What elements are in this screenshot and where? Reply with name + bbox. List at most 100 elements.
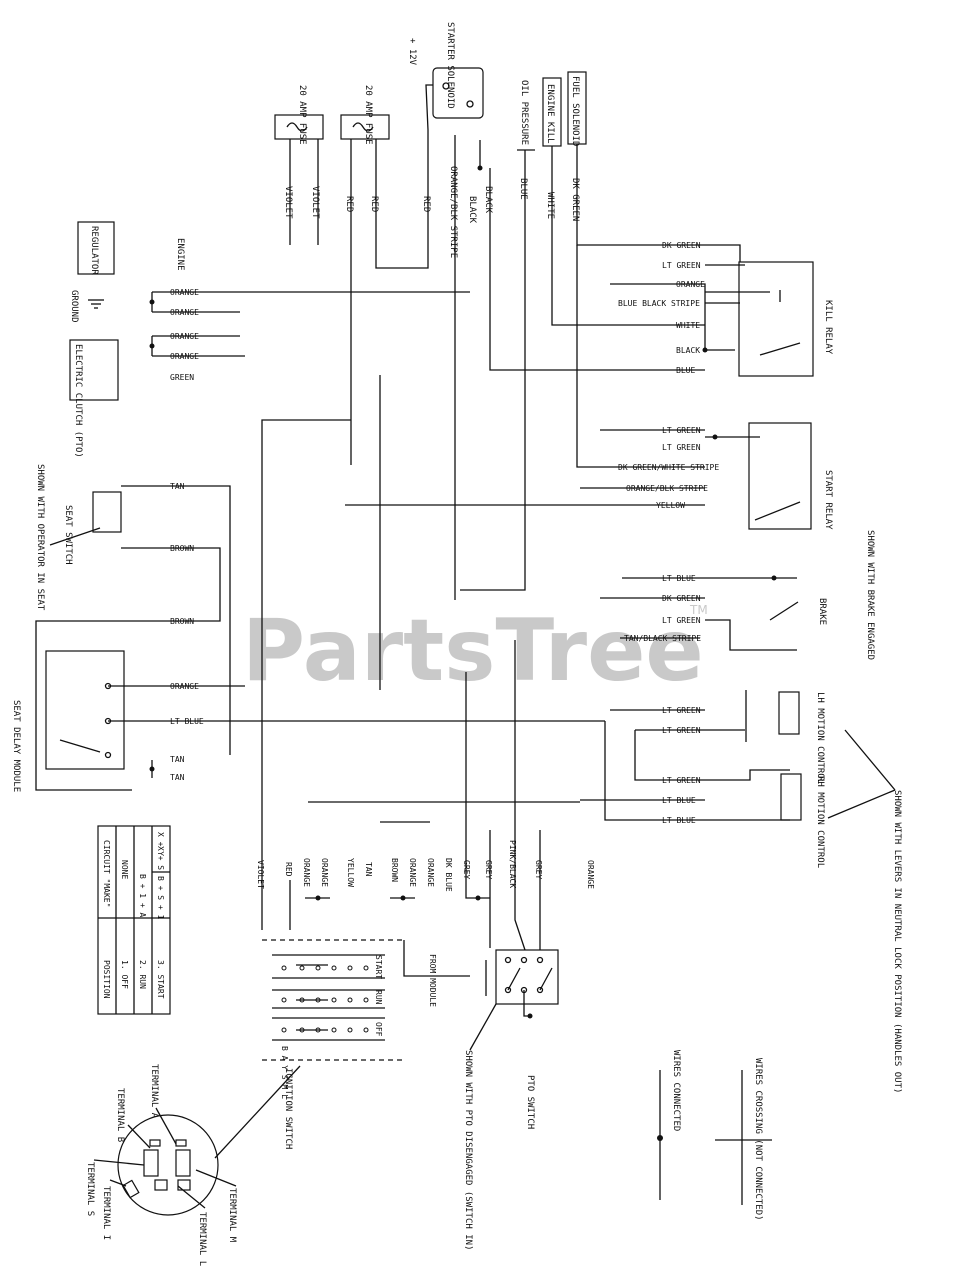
wire-violet-2: VIOLET [310, 186, 320, 219]
k3: ORANGE [676, 280, 705, 289]
rh-motion-label: RH MOTION CONTROL [815, 776, 825, 868]
watermark-tm: TM [689, 603, 708, 617]
table-r1c1: 1. OFF [120, 960, 129, 989]
ignition-terminal-diagram: TERMINAL A TERMINAL B TERMINAL S TERMINA… [85, 1064, 237, 1266]
b-grey3: GREY [534, 860, 543, 879]
s4: ORANGE/BLK STRIPE [626, 484, 708, 493]
starter-solenoid [432, 67, 484, 119]
b-grey2: GREY [484, 860, 493, 879]
table-r3c3: X + S [156, 846, 165, 870]
m5: LT BLUE [662, 816, 696, 825]
b4: TAN/BLACK STRIPE [624, 634, 701, 643]
b2: DK GREEN [662, 594, 701, 603]
k6: BLACK [676, 346, 700, 355]
k5: WHITE [676, 321, 700, 330]
to-module-label: FROM MODULE [428, 954, 437, 1007]
b-orange2: ORANGE [320, 858, 329, 887]
pto-note-label: SHOWN WITH PTO DISENGAGED (SWITCH IN) [463, 1050, 473, 1250]
w-brown: BROWN [170, 544, 194, 553]
table-r3c2: B + S + 1 [156, 876, 165, 920]
wire-red-2: RED [369, 196, 379, 212]
engine-kill-label: ENGINE KILL [545, 84, 555, 144]
fuse-right-symbol [352, 122, 374, 132]
green-label: GREEN [170, 373, 194, 382]
wire-dk-green: DK GREEN [570, 178, 580, 221]
watermark: PartsTree [242, 601, 704, 701]
fuse-right-label: 20 AMP FUSE [363, 85, 373, 145]
ign-off: OFF [374, 1022, 383, 1037]
wire-white: WHITE [545, 192, 555, 219]
ignition-switch: START RUN OFF B A Y S M L IGNITION SWITC… [214, 939, 405, 1159]
m1: LT GREEN [662, 706, 701, 715]
w-tan-2: TAN [170, 755, 185, 764]
ign-switch-label: IGNITION SWITCH [283, 1068, 293, 1149]
s1: LT GREEN [662, 426, 701, 435]
b1: LT BLUE [662, 574, 696, 583]
table-h2: CIRCUIT "MAKE" [102, 840, 111, 907]
s5: YELLOW [656, 501, 685, 510]
b-orange5: ORANGE [586, 860, 595, 889]
wires-connected-label: WIRES CONNECTED [671, 1050, 681, 1131]
kill-relay-box [738, 261, 814, 377]
fuse-right [340, 114, 390, 140]
w-orange-2: ORANGE [170, 308, 199, 317]
fuse-left [274, 114, 324, 140]
pto-switch: SHOWN WITH PTO DISENGAGED (SWITCH IN) PT… [463, 949, 559, 1250]
terminal-i-label: TERMINAL I [101, 1186, 111, 1240]
b-tan: TAN [364, 862, 373, 877]
kill-relay-label: KILL RELAY [823, 300, 833, 355]
table-r2c1: 2. RUN [138, 960, 147, 989]
wire-blue: BLUE [518, 178, 528, 200]
fuse-left-symbol [286, 122, 308, 132]
m3: LT GREEN [662, 776, 701, 785]
start-relay-box [748, 422, 812, 530]
w-tan-1: TAN [170, 482, 185, 491]
m4: LT BLUE [662, 796, 696, 805]
motion-note-label: SHOWN WITH LEVERS IN NEUTRAL LOCK POSITI… [892, 790, 902, 1093]
fuel-solenoid-label: FUEL SOLENOID [570, 76, 580, 146]
b-orange4: ORANGE [426, 858, 435, 887]
seat-note-label: SHOWN WITH OPERATOR IN SEAT [35, 464, 45, 611]
fuse-left-label: 20 AMP FUSE [297, 85, 307, 145]
w-orange-5: ORANGE [170, 682, 199, 691]
wire-black-2: BLACK [483, 186, 493, 214]
terminal-l-label: TERMINAL L [197, 1212, 207, 1266]
brake-label: BRAKE [817, 598, 827, 625]
regulator-box [77, 221, 115, 275]
w-brown2: BROWN [170, 617, 194, 626]
k2: LT GREEN [662, 261, 701, 270]
wire-orange-blk: ORANGE/BLK STRIPE [448, 166, 458, 258]
s3: DK GREEN/WHITE STRIPE [618, 463, 719, 472]
ign-run: RUN [374, 990, 383, 1005]
w-tan-3: TAN [170, 773, 185, 782]
b-dk-blue: DK BLUE [444, 858, 453, 892]
b-orange3: ORANGE [408, 858, 417, 887]
b-brown: BROWN [390, 858, 399, 882]
b-violet: VIOLET [256, 860, 265, 889]
pto-clutch-box [69, 339, 119, 401]
wire-violet-1: VIOLET [283, 186, 293, 219]
m2: LT GREEN [662, 726, 701, 735]
wire-black-1: BLACK [467, 196, 477, 224]
b-red: RED [284, 862, 293, 877]
s2: LT GREEN [662, 443, 701, 452]
solenoid-terminal [466, 100, 474, 108]
wires-crossing-label: WIRES CROSSING (NOT CONNECTED) [753, 1058, 763, 1221]
table-h1: POSITION [102, 960, 111, 999]
circuit-table: POSITION CIRCUIT "MAKE" 1. OFF NONE 2. R… [97, 825, 171, 1015]
solenoid-terminal [442, 82, 450, 90]
rh-motion-switch [780, 773, 802, 821]
terminal-b-label: TERMINAL B [115, 1088, 125, 1142]
seat-relay-label: SEAT DELAY MODULE [11, 700, 21, 792]
ground-label: GROUND [69, 290, 79, 323]
b-orange1: ORANGE [302, 858, 311, 887]
k4: BLUE BLACK STRIPE [618, 299, 700, 308]
lh-motion-label: LH MOTION CONTROL [815, 692, 825, 784]
terminal-m-label: TERMINAL M [227, 1188, 237, 1243]
k7: BLUE [676, 366, 695, 375]
b-pink: PINK/BLACK [508, 840, 517, 888]
seat-switch-label: SEAT SWITCH [63, 505, 73, 565]
w-orange-4: ORANGE [170, 352, 199, 361]
